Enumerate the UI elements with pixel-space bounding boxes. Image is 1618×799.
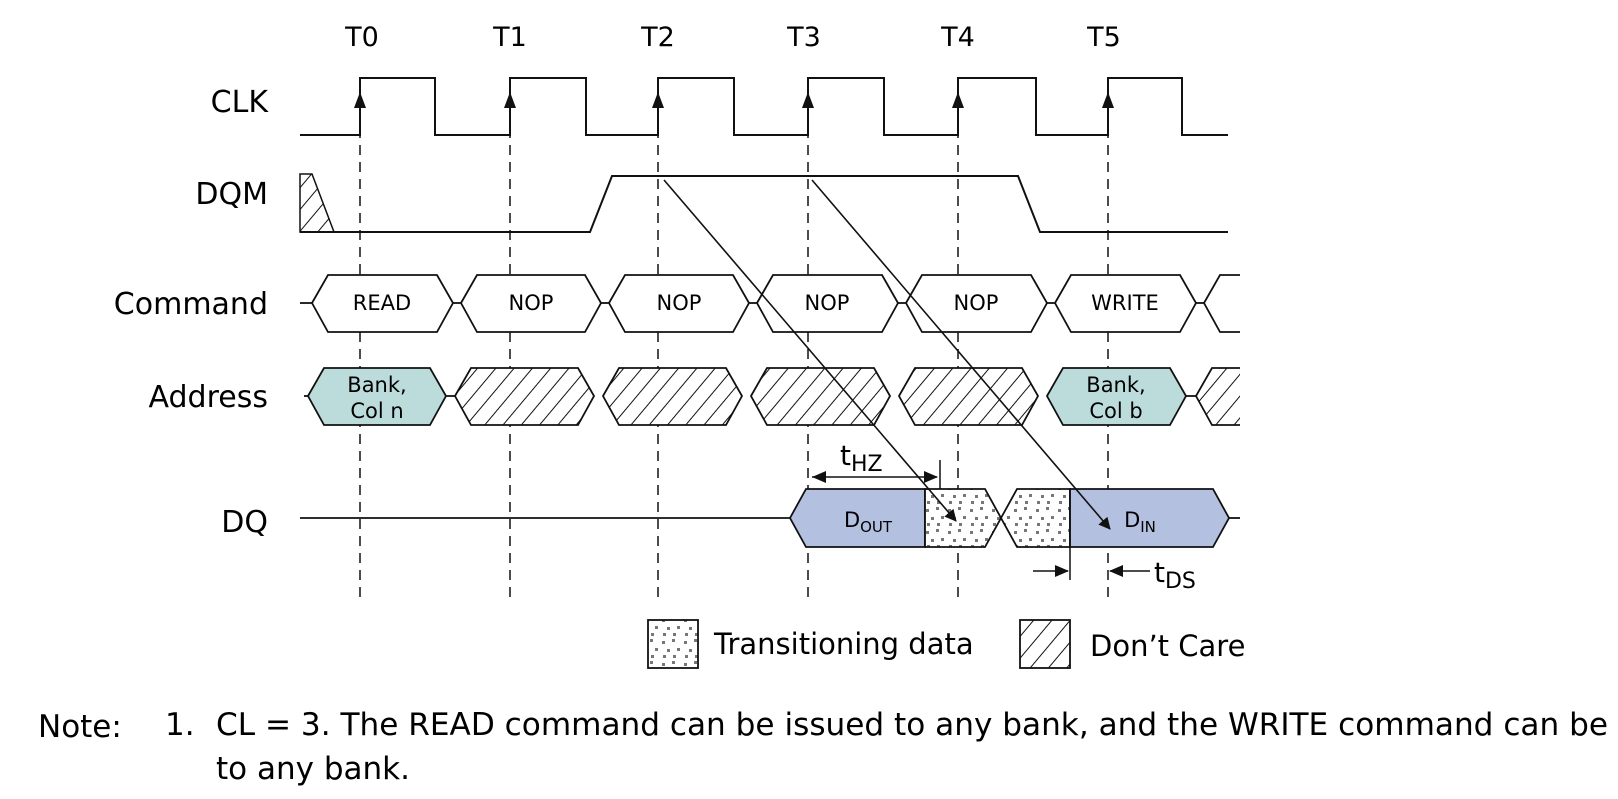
dq-transition-region-2 (999, 488, 1071, 548)
command-label-nop-4: NOP (954, 291, 999, 315)
command-label-write: WRITE (1091, 291, 1159, 315)
signal-labels: CLK DQM Command Address DQ (114, 85, 270, 540)
legend-label-dont-care: Don’t Care (1090, 629, 1245, 663)
clk-edge-arrow-t1 (504, 92, 516, 108)
legend-swatch-dont-care (1019, 619, 1071, 669)
tick-label-t5: T5 (1086, 22, 1121, 53)
dq-labels: DOUT DIN (844, 508, 1156, 536)
command-label-read: READ (353, 291, 411, 315)
clk-edge-arrow-t4 (952, 92, 964, 108)
address-labels: Bank, Col n Bank, Col b (347, 373, 1145, 423)
address-cell-dont-care-5 (1196, 368, 1240, 425)
address-cell-dont-care-2 (601, 367, 744, 426)
tick-label-t1: T1 (492, 22, 527, 53)
address-label-col-b: Col b (1089, 399, 1142, 423)
address-label-bank-b: Bank, (1086, 373, 1145, 397)
note-line-1: CL = 3. The READ command can be issued t… (216, 707, 1608, 743)
clk-waveform (300, 77, 1228, 136)
dqm-dont-care-region (299, 173, 336, 233)
dq-label-din: DIN (1124, 508, 1156, 536)
tds-annotation: tDS (1033, 556, 1196, 594)
signal-label-dq: DQ (221, 505, 268, 540)
clk-edge-arrow-t0 (354, 92, 366, 108)
address-bus (304, 367, 1240, 426)
dqm-waveform (299, 173, 1228, 233)
legend: Transitioning data Don’t Care (647, 619, 1245, 669)
tick-label-t2: T2 (640, 22, 675, 53)
signal-label-command: Command (114, 287, 268, 322)
dq-transition-region-1 (924, 488, 1003, 548)
address-cell-dont-care-1 (453, 367, 596, 426)
command-label-nop-2: NOP (657, 291, 702, 315)
signal-label-address: Address (149, 380, 268, 415)
tds-label: tDS (1154, 556, 1196, 594)
dqm-latency-arrows (663, 179, 1111, 530)
dqm-to-dq-arrow-2 (811, 179, 1111, 530)
footnote: Note: 1. CL = 3. The READ command can be… (38, 707, 1608, 787)
tick-label-t0: T0 (344, 22, 379, 53)
clk-edge-arrow-t5 (1102, 92, 1114, 108)
clock-tick-labels: T0 T1 T2 T3 T4 T5 (344, 22, 1121, 53)
address-cell-dont-care-3 (749, 367, 892, 426)
thz-arrow-left (812, 471, 826, 483)
thz-arrow-right (924, 471, 938, 483)
note-line-2: to any bank. (216, 751, 410, 787)
dq-label-dout: DOUT (844, 508, 893, 536)
address-cell-dont-care-4 (897, 367, 1040, 426)
dqm-to-dq-arrow-1 (663, 179, 957, 522)
thz-annotation: tHZ (812, 439, 938, 483)
legend-swatch-transitioning (647, 619, 699, 669)
signal-label-dqm: DQM (195, 177, 268, 212)
command-bus (300, 274, 1240, 333)
clk-edge-arrow-t3 (802, 92, 814, 108)
tds-arrow-right (1055, 565, 1069, 577)
tds-arrow-left (1109, 565, 1123, 577)
command-label-nop-3: NOP (805, 291, 850, 315)
command-label-nop-1: NOP (509, 291, 554, 315)
address-label-bank-n: Bank, (347, 373, 406, 397)
tick-label-t4: T4 (940, 22, 975, 53)
thz-label: tHZ (840, 439, 883, 477)
note-label: Note: (38, 709, 122, 745)
legend-label-transitioning: Transitioning data (713, 627, 974, 661)
dq-bus (300, 460, 1240, 580)
clk-edge-arrow-t2 (652, 92, 664, 108)
command-labels: READ NOP NOP NOP NOP WRITE (353, 291, 1159, 315)
note-number: 1. (165, 707, 195, 743)
tick-label-t3: T3 (786, 22, 821, 53)
address-label-col-n: Col n (350, 399, 403, 423)
signal-label-clk: CLK (211, 85, 270, 120)
